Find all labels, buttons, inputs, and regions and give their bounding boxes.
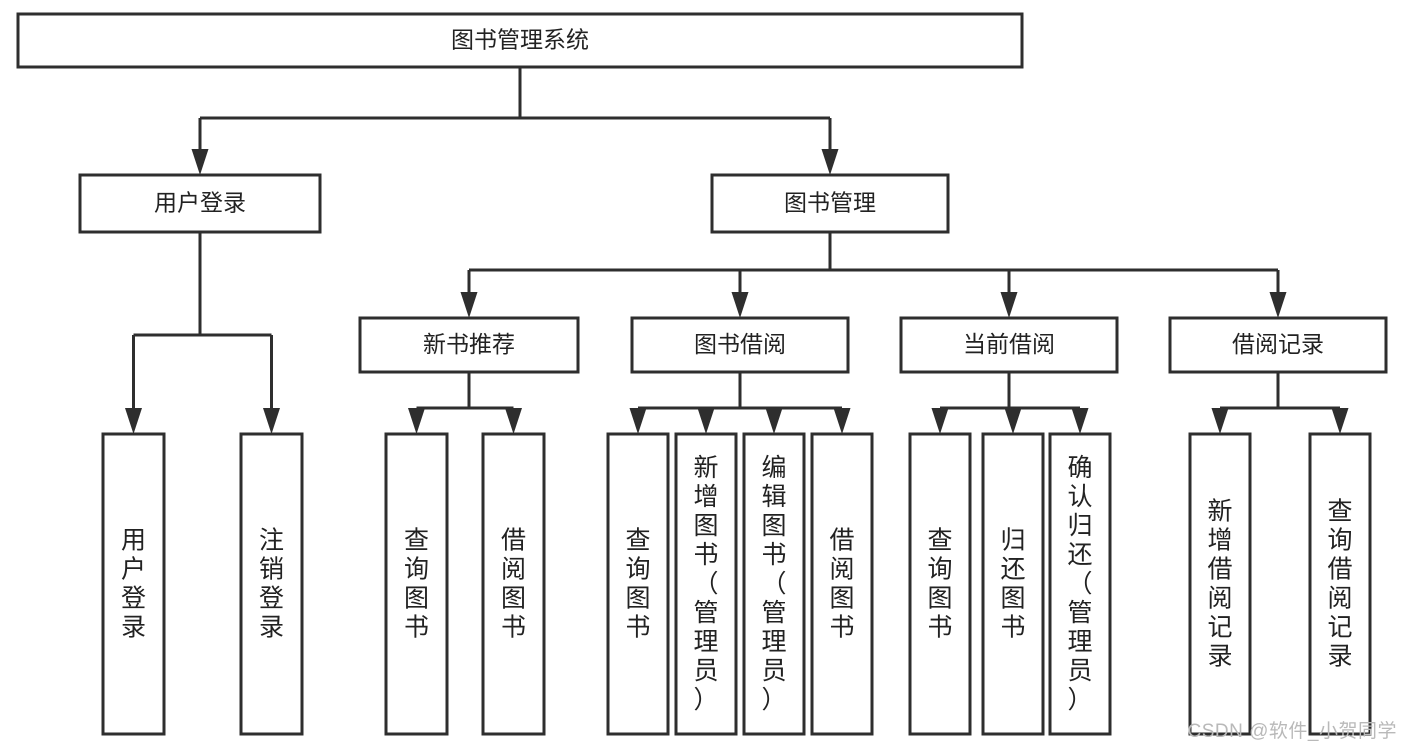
node-user-login[interactable]: 用户登录 [78,173,322,234]
node-box[interactable] [908,432,972,736]
arrow-head-icon [931,408,949,434]
node-label: 借阅记录 [1232,331,1324,357]
node-leaf-query-book-1[interactable]: 查询图书 [384,432,449,736]
arrow-head-icon [629,408,647,434]
arrow-head-icon [697,408,715,434]
node-box[interactable] [630,316,850,374]
node-box[interactable] [101,432,166,736]
node-box[interactable] [384,432,449,736]
arrow-head-icon [1211,408,1229,434]
node-leaf-user-login[interactable]: 用户登录 [101,432,166,736]
node-box[interactable] [899,316,1119,374]
node-label: 图书管理 [784,190,876,216]
node-box[interactable] [810,432,874,736]
connector-group-user-login [125,232,280,434]
node-label: 归还图书 [1000,527,1025,642]
node-root[interactable]: 图书管理系统 [16,12,1024,69]
node-label: 查询借阅记录 [1327,498,1352,671]
node-label: 查询图书 [927,527,952,642]
node-leaf-confirm-return-admin[interactable]: 确认归还（管理员） [1048,432,1112,736]
arrow-head-icon [460,292,478,318]
node-box[interactable] [1168,316,1388,374]
node-leaf-add-book-admin[interactable]: 新增图书（管理员） [674,432,738,736]
arrow-head-icon [1000,292,1018,318]
connector-group-root [191,67,839,175]
node-box[interactable] [1188,432,1252,736]
arrow-head-icon [1071,408,1089,434]
node-label: 用户登录 [121,527,146,642]
node-label: 图书管理系统 [451,27,589,53]
node-label: 新增借阅记录 [1207,498,1232,671]
node-box[interactable] [710,173,950,234]
arrow-head-icon [833,408,851,434]
node-box[interactable] [981,432,1045,736]
arrow-head-icon [263,408,280,434]
arrow-head-icon [765,408,783,434]
arrow-head-icon [1331,408,1349,434]
node-box[interactable] [78,173,322,234]
node-book-borrow[interactable]: 图书借阅 [630,316,850,374]
node-label: 注销登录 [259,527,284,642]
arrow-head-icon [731,292,749,318]
node-leaf-borrow-book-1[interactable]: 借阅图书 [481,432,546,736]
arrow-head-icon [408,408,425,434]
arrow-head-icon [1004,408,1022,434]
node-box[interactable] [1308,432,1372,736]
arrow-head-icon [125,408,142,434]
node-box[interactable] [742,432,806,736]
arrow-head-icon [821,149,839,175]
node-label: 编辑图书（管理员） [761,454,786,714]
node-label: 借阅图书 [829,527,854,642]
node-leaf-logout-login[interactable]: 注销登录 [239,432,304,736]
connector-group-book-borrow [629,372,851,434]
node-box[interactable] [358,316,580,374]
arrow-head-icon [1269,292,1287,318]
connector-layer [125,67,1349,434]
connector-group-current-borrow [931,372,1089,434]
node-leaf-query-borrow-record[interactable]: 查询借阅记录 [1308,432,1372,736]
node-label: 当前借阅 [963,331,1055,357]
node-borrow-record[interactable]: 借阅记录 [1168,316,1388,374]
node-box[interactable] [606,432,670,736]
node-label: 新书推荐 [423,331,515,357]
node-box[interactable] [674,432,738,736]
arrow-head-icon [505,408,522,434]
node-current-borrow[interactable]: 当前借阅 [899,316,1119,374]
node-label: 确认归还（管理员） [1067,454,1092,714]
node-leaf-borrow-book-2[interactable]: 借阅图书 [810,432,874,736]
node-leaf-query-book-2[interactable]: 查询图书 [606,432,670,736]
node-box[interactable] [16,12,1024,69]
arrow-head-icon [191,149,209,175]
node-box[interactable] [1048,432,1112,736]
node-book-manage[interactable]: 图书管理 [710,173,950,234]
node-leaf-query-book-3[interactable]: 查询图书 [908,432,972,736]
node-leaf-edit-book-admin[interactable]: 编辑图书（管理员） [742,432,806,736]
node-label: 查询图书 [404,527,429,642]
node-box[interactable] [239,432,304,736]
node-new-book-recommend[interactable]: 新书推荐 [358,316,580,374]
node-layer: 图书管理系统用户登录图书管理新书推荐图书借阅当前借阅借阅记录用户登录注销登录查询… [16,12,1388,736]
connector-group-new-book-recommend [408,372,522,434]
connector-group-book-manage [460,232,1287,318]
node-box[interactable] [481,432,546,736]
node-leaf-return-book[interactable]: 归还图书 [981,432,1045,736]
node-leaf-add-borrow-record[interactable]: 新增借阅记录 [1188,432,1252,736]
node-label: 用户登录 [154,190,246,216]
node-label: 图书借阅 [694,331,786,357]
connector-group-borrow-record [1211,372,1349,434]
node-label: 借阅图书 [501,527,526,642]
node-label: 新增图书（管理员） [693,454,718,714]
node-label: 查询图书 [625,527,650,642]
